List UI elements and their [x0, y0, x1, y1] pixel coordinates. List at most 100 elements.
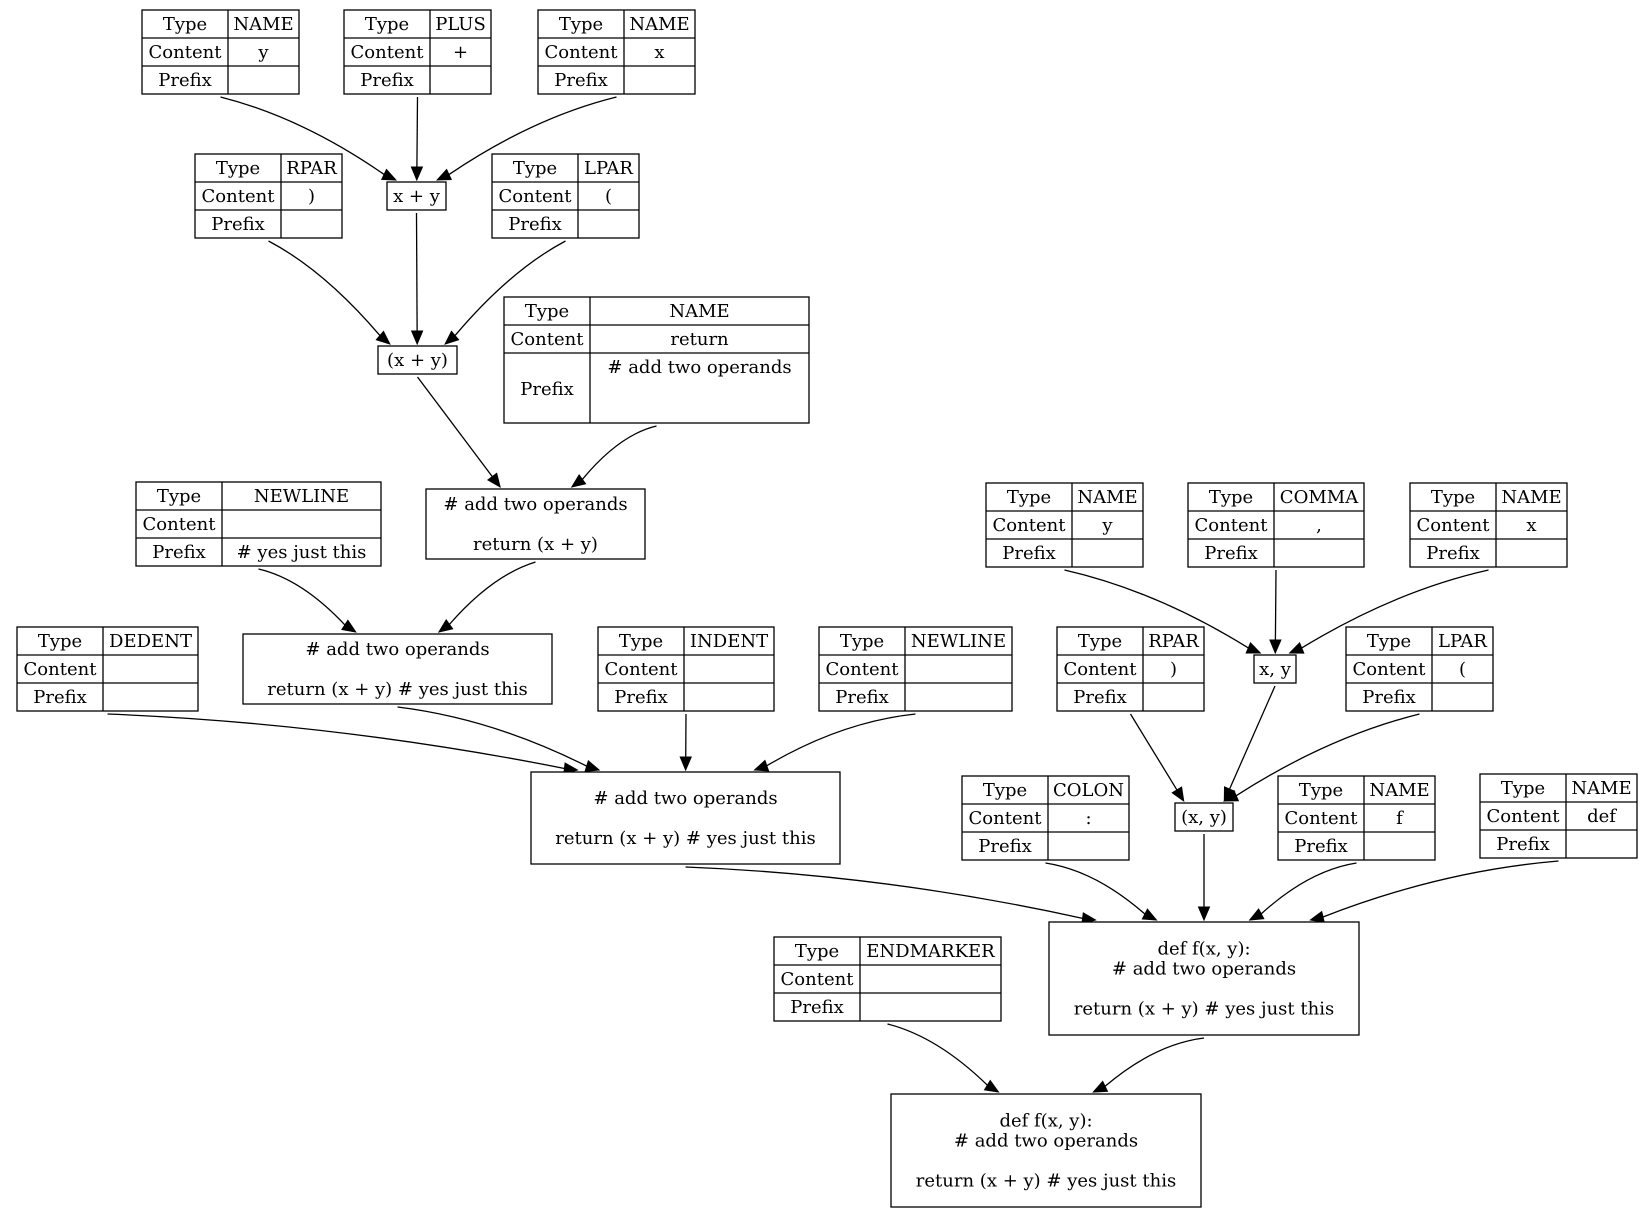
row-label-prefix: Prefix — [1002, 543, 1056, 564]
arrowhead — [584, 760, 601, 772]
token-table-frame — [537, 9, 696, 95]
tree-edge — [1104, 1037, 1205, 1087]
row-label-content: Content — [1417, 515, 1491, 536]
token-type-value: NAME — [1501, 487, 1561, 508]
row-label-type: Type — [1299, 780, 1343, 801]
tree-node: def f(x, y): # add two operands return (… — [890, 1093, 1202, 1208]
token-table-frame — [1277, 775, 1436, 861]
token-table-frame — [141, 9, 300, 95]
token-content-value: y — [257, 42, 269, 63]
token-table-frame — [194, 153, 343, 239]
tree-edge — [887, 1023, 988, 1086]
token-type-value: PLUS — [435, 14, 486, 35]
token-content-value: ) — [1170, 659, 1177, 680]
arrowhead — [1269, 639, 1282, 655]
token-type-value: LPAR — [584, 158, 633, 179]
token-type-value: NAME — [1571, 778, 1631, 799]
arrowhead — [1248, 908, 1265, 921]
arrowhead — [1309, 910, 1325, 923]
arrowhead — [679, 756, 692, 772]
node-text-line: (x, y) — [1181, 807, 1227, 828]
tree-edge — [685, 866, 1083, 919]
tree-node: # add two operands return (x + y) # yes … — [530, 771, 841, 865]
row-label-prefix: Prefix — [360, 70, 414, 91]
token-type-value: COLON — [1053, 780, 1124, 801]
row-label-prefix: Prefix — [1204, 543, 1258, 564]
arrowhead — [380, 168, 398, 181]
row-label-content: Content — [143, 514, 217, 535]
row-label-type: Type — [1367, 631, 1411, 652]
token-table-frame — [985, 482, 1144, 568]
token-content-value: f — [1396, 808, 1404, 829]
row-label-prefix: Prefix — [1362, 687, 1416, 708]
token-table-frame — [1056, 626, 1205, 712]
token-type-value: LPAR — [1438, 631, 1487, 652]
node-text-line: # add two operands — [593, 788, 777, 809]
tree-edge — [416, 96, 419, 168]
row-label-prefix: Prefix — [790, 997, 844, 1018]
row-label-content: Content — [545, 42, 619, 63]
row-label-content: Content — [993, 515, 1067, 536]
token-type-value: INDENT — [690, 631, 768, 652]
tree-edge — [1235, 713, 1420, 797]
token-type-value: RPAR — [286, 158, 337, 179]
row-label-prefix: Prefix — [614, 687, 668, 708]
tree-edge — [454, 240, 566, 336]
token-type-value: NAME — [1369, 780, 1429, 801]
row-label-type: Type — [365, 14, 409, 35]
node-frame — [386, 181, 447, 211]
arrowhead — [435, 168, 453, 181]
arrowhead — [753, 759, 770, 772]
row-label-type: Type — [163, 14, 207, 35]
node-text-line: x + y — [393, 186, 441, 207]
tree-node: # add two operands return (x + y) — [425, 488, 646, 560]
tree-edge — [1045, 862, 1146, 915]
row-label-prefix: Prefix — [1294, 836, 1348, 857]
arrowhead — [1171, 786, 1185, 803]
node-text-line: return (x + y) — [473, 534, 598, 555]
node-text-line: (x + y) — [387, 350, 448, 371]
tree-edge — [1274, 569, 1277, 641]
token-content-value: return — [670, 329, 729, 350]
row-label-content: Content — [605, 659, 679, 680]
token-type-value: RPAR — [1148, 631, 1199, 652]
node-frame — [1174, 802, 1234, 832]
row-label-content: Content — [1487, 806, 1561, 827]
row-label-type: Type — [559, 14, 603, 35]
token-table-frame — [343, 9, 492, 95]
arrowhead — [1245, 641, 1262, 654]
token-table-frame — [1409, 482, 1568, 568]
token-content-value: ( — [605, 186, 612, 207]
token-type-value: COMMA — [1280, 487, 1359, 508]
row-label-prefix: Prefix — [554, 70, 608, 91]
node-frame — [425, 488, 646, 560]
tree-node: (x + y) — [377, 345, 458, 375]
row-label-type: Type — [840, 631, 884, 652]
row-label-prefix: Prefix — [33, 687, 87, 708]
token-table-frame — [1345, 626, 1494, 712]
token-type-value: ENDMARKER — [866, 941, 995, 962]
token-content-value: y — [1101, 515, 1113, 536]
row-label-type: Type — [1078, 631, 1122, 652]
tree-edge — [448, 561, 536, 625]
row-label-content: Content — [351, 42, 425, 63]
tree-edge — [107, 713, 565, 770]
token-type-value: NEWLINE — [254, 486, 349, 507]
arrowhead — [1092, 1080, 1109, 1093]
token-type-value: NAME — [669, 301, 729, 322]
token-content-value: x — [654, 42, 664, 63]
tree-edge — [268, 240, 381, 337]
token-table-frame — [135, 481, 382, 567]
node-text-line: # add two operands — [305, 639, 489, 660]
node-text-line: return (x + y) # yes just this — [1074, 999, 1334, 1020]
arrowhead — [375, 330, 391, 345]
tree-edge — [581, 425, 657, 480]
node-text-line: def f(x, y): — [1157, 939, 1250, 960]
